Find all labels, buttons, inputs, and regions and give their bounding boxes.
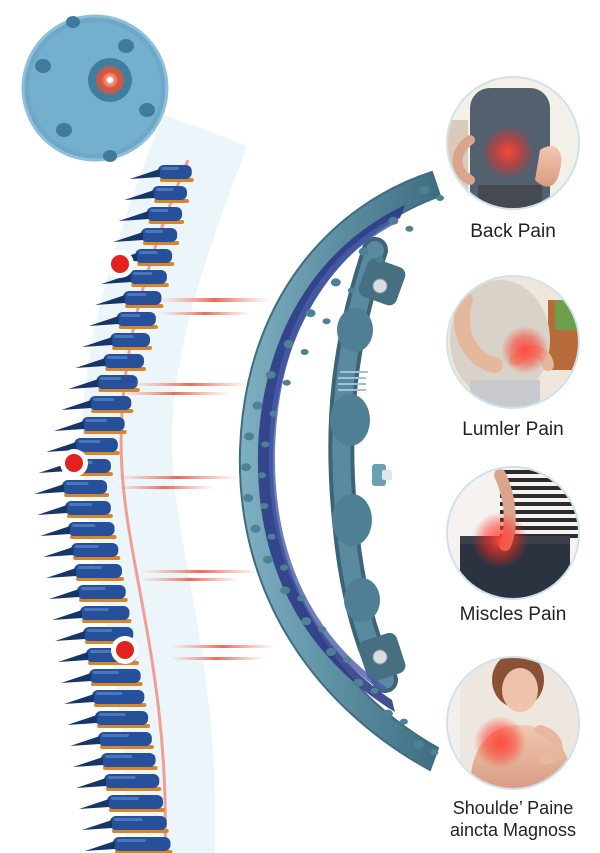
pain-point-upper: [106, 250, 134, 278]
shoulder-pain-photo: [446, 656, 580, 790]
lumbar-pain-photo: [446, 275, 580, 409]
panel-label-lumbar-pain: Lumler Pain: [462, 419, 564, 440]
panel-label-shoulder-pain: Shoulde’ Paine aincta Magnoss: [433, 797, 593, 841]
panel-label-back-pain: Back Pain: [470, 221, 556, 242]
muscle-pain-photo: [446, 466, 580, 600]
pain-point-lower: [111, 636, 139, 664]
back-pain-photo: [446, 76, 580, 210]
panel-label-shoulder-line1: Shoulde’ Paine: [452, 798, 574, 818]
pain-point-middle: [60, 449, 88, 477]
back-stretcher-device: [238, 170, 444, 772]
spine: [34, 165, 194, 853]
energy-beams: [115, 298, 275, 660]
node-closeup-inset: [21, 14, 169, 162]
panel-label-muscle-pain: Miscles Pain: [459, 604, 567, 625]
panel-label-shoulder-line2: aincta Magnoss: [449, 820, 577, 840]
